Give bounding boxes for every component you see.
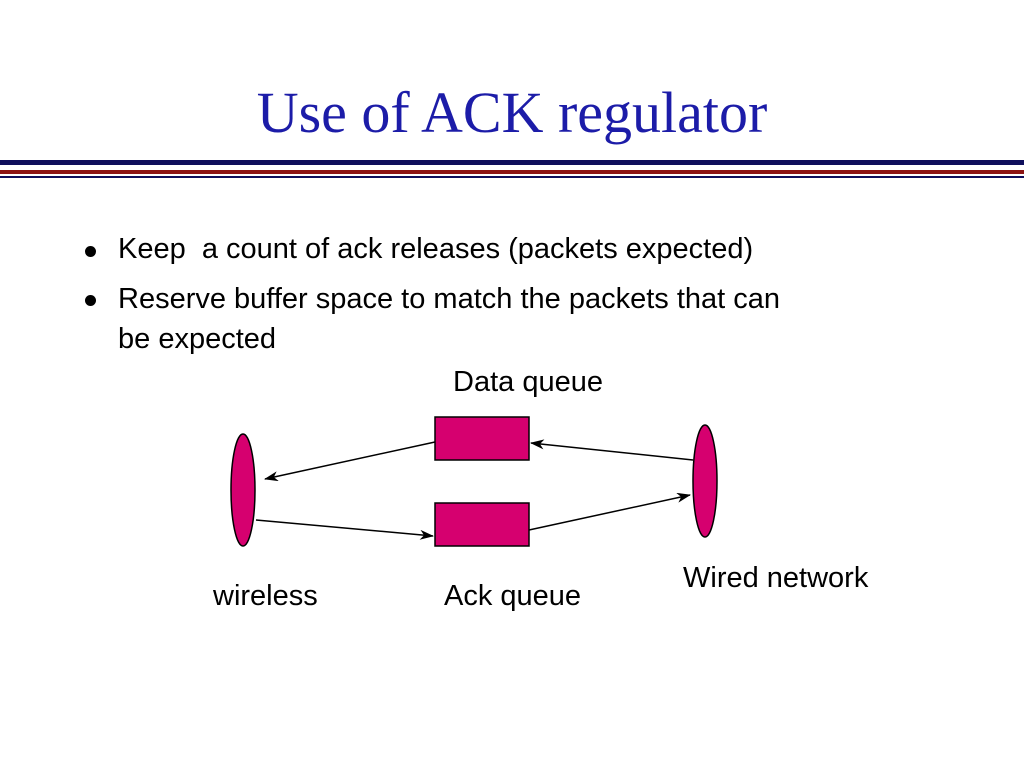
arrow-wireless-to-ack-queue: [255, 519, 434, 540]
wired-network-label: Wired network: [683, 562, 869, 594]
arrow-data-queue-to-wireless: [264, 441, 436, 482]
bullet-marker: [85, 246, 96, 257]
ack-queue-box: [434, 502, 530, 547]
wireless-label: wireless: [213, 580, 318, 612]
bullet-item-1: Keep a count of ack releases (packets ex…: [118, 233, 754, 265]
arrow-wired-to-data-queue: [530, 439, 694, 461]
bullet-item-2-line-1: Reserve buffer space to match the packet…: [118, 283, 781, 315]
bullet-marker: [85, 295, 96, 306]
title-rule-bottom: [0, 176, 1024, 178]
data-queue-box: [434, 416, 530, 461]
slide-title: Use of ACK regulator: [256, 80, 768, 145]
bullet-item-2-line-2: be expected: [118, 323, 277, 355]
title-rule-middle: [0, 170, 1024, 174]
title-rule-top: [0, 160, 1024, 165]
arrow-ack-queue-to-wired: [528, 492, 691, 531]
wired-network-node: [692, 424, 718, 538]
wireless-node: [230, 433, 256, 547]
data-queue-label: Data queue: [453, 366, 603, 398]
ack-queue-label: Ack queue: [444, 580, 582, 612]
